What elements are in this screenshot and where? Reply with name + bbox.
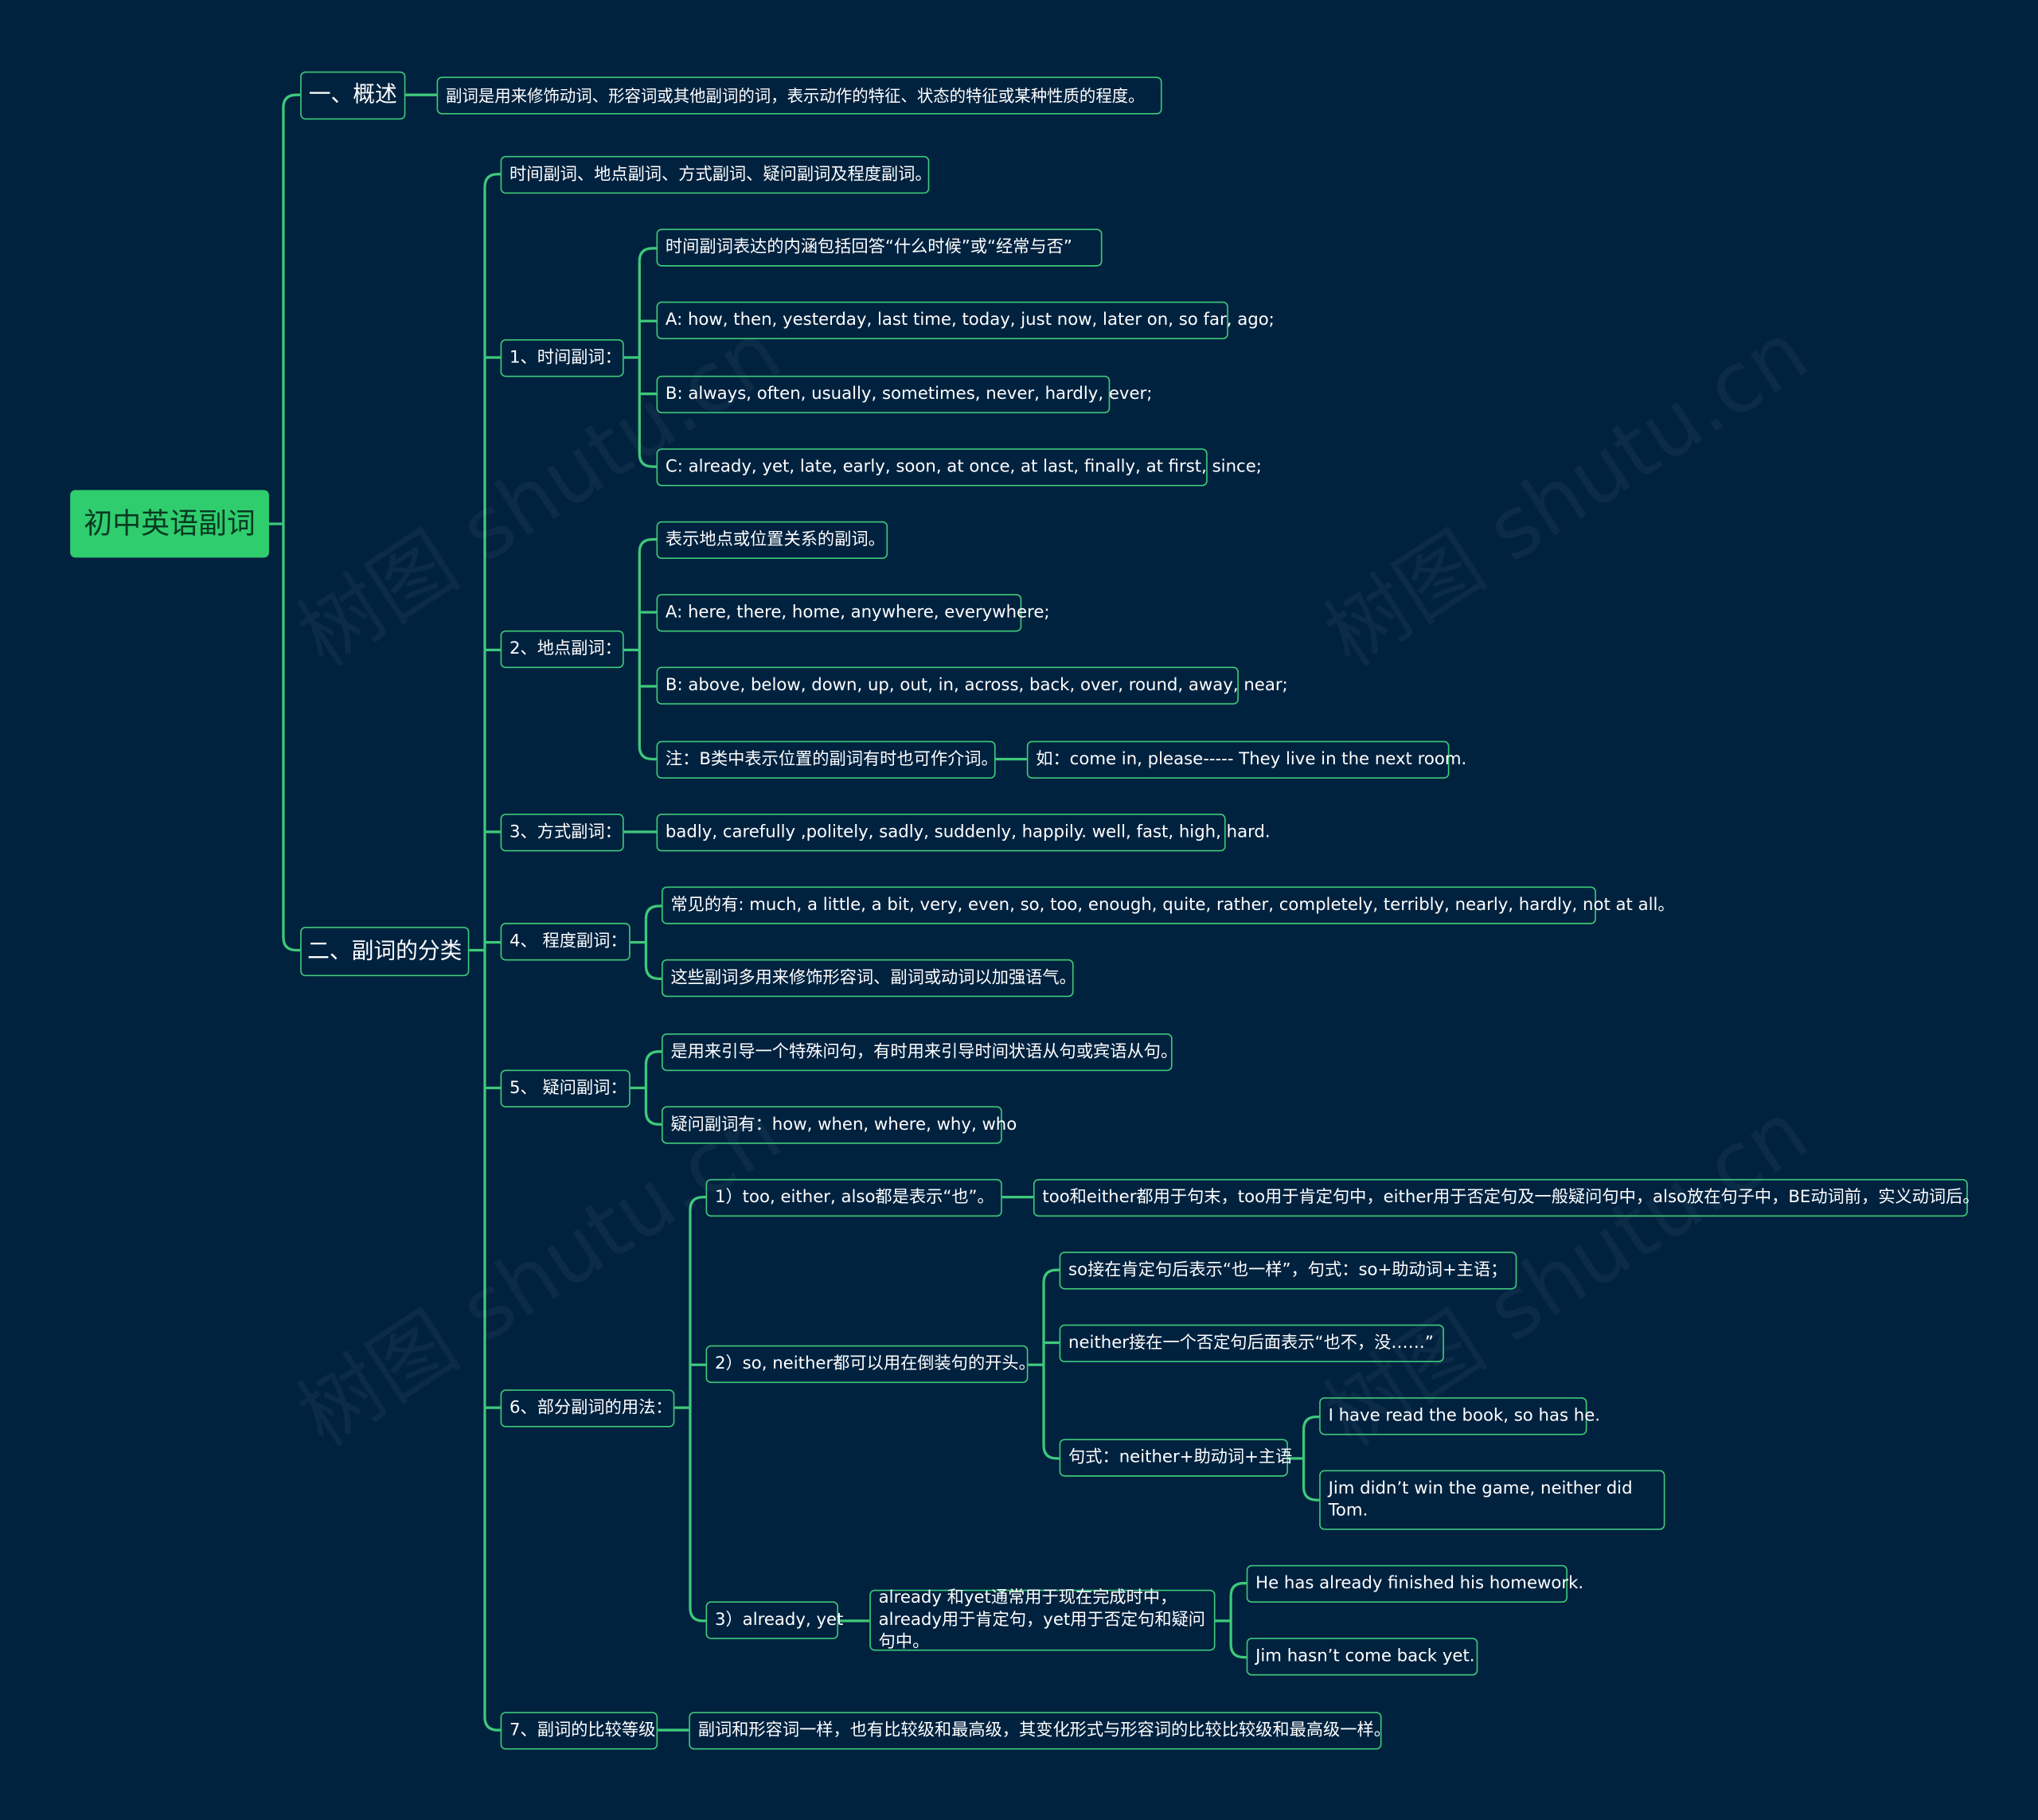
interrogative-adverbs-node[interactable]: 5、 疑问副词：: [500, 1069, 631, 1108]
time-item-node[interactable]: 时间副词表达的内涵包括回答“什么时候”或“经常与否”: [656, 228, 1103, 267]
so-neither-item-node[interactable]: neither接在一个否定句后面表示“也不，没……”: [1059, 1324, 1444, 1363]
pattern-example-node[interactable]: Jim didn’t win the game, neither did Tom…: [1319, 1470, 1665, 1530]
so-neither-node[interactable]: 2）so, neither都可以用在倒装句的开头。: [705, 1345, 1036, 1384]
classification-intro-node[interactable]: 时间副词、地点副词、方式副词、疑问副词及程度副词。: [500, 155, 932, 194]
classification-node[interactable]: 二、副词的分类: [300, 927, 470, 977]
place-note-example-node[interactable]: 如：come in, please----- They live in the …: [1026, 740, 1466, 779]
place-item-node[interactable]: 表示地点或位置关系的副词。: [656, 521, 888, 560]
usage-node[interactable]: 6、部分副词的用法：: [500, 1389, 675, 1427]
root-node[interactable]: 初中英语副词: [70, 490, 269, 558]
place-item-node[interactable]: A: here, there, home, anywhere, everywhe…: [656, 594, 1050, 632]
already-yet-example-node[interactable]: He has already finished his homework.: [1246, 1564, 1583, 1603]
comparison-text-node[interactable]: 副词和形容词一样，也有比较级和最高级，其变化形式与形容词的比较比较级和最高级一样…: [689, 1712, 1391, 1750]
manner-adverbs-node[interactable]: 3、方式副词：: [500, 814, 624, 852]
too-either-also-text-node[interactable]: too和either都用于句末，too用于肯定句中，either用于否定句及一般…: [1033, 1178, 1980, 1217]
time-item-node[interactable]: A: how, then, yesterday, last time, toda…: [656, 301, 1275, 340]
neither-pattern-node[interactable]: 句式：neither+助动词+主语: [1059, 1439, 1292, 1477]
so-neither-item-node[interactable]: so接在肯定句后表示“也一样”，句式：so+助动词+主语；: [1059, 1252, 1517, 1290]
place-note-node[interactable]: 注：B类中表示位置的副词有时也可作介词。: [656, 740, 998, 779]
already-yet-node[interactable]: 3）already, yet: [705, 1601, 843, 1639]
overview-text-node[interactable]: 副词是用来修饰动词、形容词或其他副词的词，表示动作的特征、状态的特征或某种性质的…: [436, 76, 1162, 115]
degree-item-node[interactable]: 常见的有: much, a little, a bit, very, even,…: [662, 886, 1675, 924]
overview-node[interactable]: 一、概述: [300, 71, 406, 120]
already-yet-example-node[interactable]: Jim hasn’t come back yet.: [1246, 1638, 1478, 1676]
time-adverbs-node[interactable]: 1、时间副词：: [500, 339, 624, 377]
place-adverbs-node[interactable]: 2、地点副词：: [500, 630, 624, 669]
place-item-node[interactable]: B: above, below, down, up, out, in, acro…: [656, 666, 1288, 705]
time-item-node[interactable]: B: always, often, usually, sometimes, ne…: [656, 375, 1152, 414]
interrogative-item-node[interactable]: 疑问副词有：how, when, where, why, who: [662, 1106, 1017, 1144]
too-either-also-node[interactable]: 1）too, either, also都是表示“也”。: [705, 1178, 1002, 1217]
already-yet-text-node[interactable]: already 和yet通常用于现在完成时中，already用于肯定句，yet用…: [869, 1588, 1216, 1652]
interrogative-item-node[interactable]: 是用来引导一个特殊问句，有时用来引导时间状语从句或宾语从句。: [662, 1033, 1177, 1072]
time-item-node[interactable]: C: already, yet, late, early, soon, at o…: [656, 448, 1262, 486]
degree-adverbs-node[interactable]: 4、 程度副词：: [500, 923, 631, 961]
degree-item-node[interactable]: 这些副词多用来修饰形容词、副词或动词以加强语气。: [662, 959, 1076, 998]
pattern-example-node[interactable]: I have read the book, so has he.: [1319, 1397, 1600, 1435]
comparison-node[interactable]: 7、副词的比较等级: [500, 1712, 658, 1750]
manner-text-node[interactable]: badly, carefully ,politely, sadly, sudde…: [656, 814, 1271, 852]
